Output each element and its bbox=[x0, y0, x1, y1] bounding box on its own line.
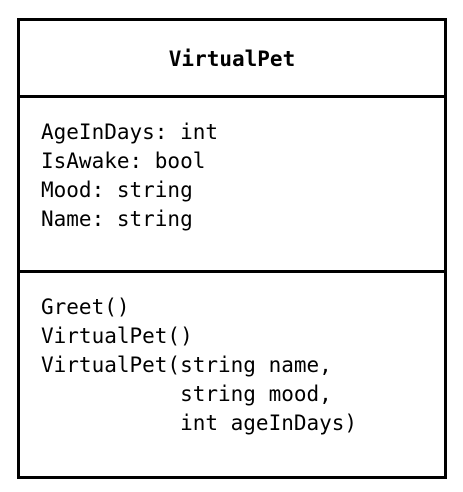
operation-line: string mood, bbox=[41, 382, 332, 406]
uml-class-box: VirtualPet AgeInDays: int IsAwake: bool … bbox=[17, 18, 447, 479]
operation-line: Greet() bbox=[41, 295, 130, 319]
compartment-divider-top bbox=[20, 95, 444, 98]
attribute-line: Mood: string bbox=[41, 178, 193, 202]
attribute-line: IsAwake: bool bbox=[41, 149, 206, 173]
compartment-divider-bottom bbox=[20, 270, 444, 273]
class-name: VirtualPet bbox=[168, 47, 296, 71]
operation-line: int ageInDays) bbox=[41, 411, 358, 435]
operation-line: VirtualPet() bbox=[41, 324, 193, 348]
operations-compartment: Greet() VirtualPet() VirtualPet(string n… bbox=[20, 273, 444, 476]
attribute-line: Name: string bbox=[41, 207, 193, 231]
attribute-line: AgeInDays: int bbox=[41, 120, 219, 144]
class-name-compartment: VirtualPet bbox=[20, 21, 444, 97]
operation-line: VirtualPet(string name, bbox=[41, 353, 332, 377]
attributes-compartment: AgeInDays: int IsAwake: bool Mood: strin… bbox=[20, 98, 444, 270]
